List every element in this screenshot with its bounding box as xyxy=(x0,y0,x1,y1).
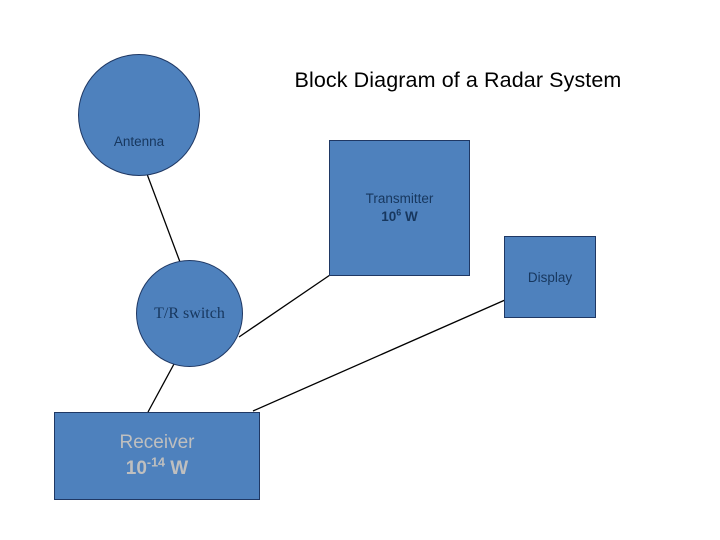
receiver-power-base: 10 xyxy=(125,458,147,479)
node-display[interactable]: Display xyxy=(504,236,596,318)
node-tr-switch-label: T/R switch xyxy=(154,304,225,322)
node-transmitter[interactable]: Transmitter 106 W xyxy=(329,140,470,276)
node-tr-switch[interactable]: T/R switch xyxy=(136,260,243,367)
connector-tr-switch-to-receiver xyxy=(147,363,175,413)
node-display-label: Display xyxy=(527,269,573,285)
connector-tr-switch-to-transmitter xyxy=(238,274,331,338)
page-title: Block Diagram of a Radar System xyxy=(294,68,622,92)
node-transmitter-power: 106 W xyxy=(381,208,418,226)
node-receiver-label: Receiver xyxy=(119,432,195,454)
node-receiver[interactable]: Receiver 10-14 W xyxy=(54,412,260,500)
node-antenna[interactable]: Antenna xyxy=(78,54,200,176)
node-receiver-power: 10-14 W xyxy=(126,456,188,482)
connector-antenna-to-tr-switch xyxy=(146,173,181,263)
transmitter-power-base: 10 xyxy=(381,208,397,224)
node-transmitter-label: Transmitter xyxy=(365,190,434,206)
receiver-power-unit: W xyxy=(165,458,189,479)
receiver-power-exponent: -14 xyxy=(146,455,166,470)
connector-receiver-to-display xyxy=(252,299,506,412)
node-antenna-label: Antenna xyxy=(113,133,165,149)
transmitter-power-unit: W xyxy=(401,208,418,224)
transmitter-power-exponent: 6 xyxy=(396,207,402,218)
